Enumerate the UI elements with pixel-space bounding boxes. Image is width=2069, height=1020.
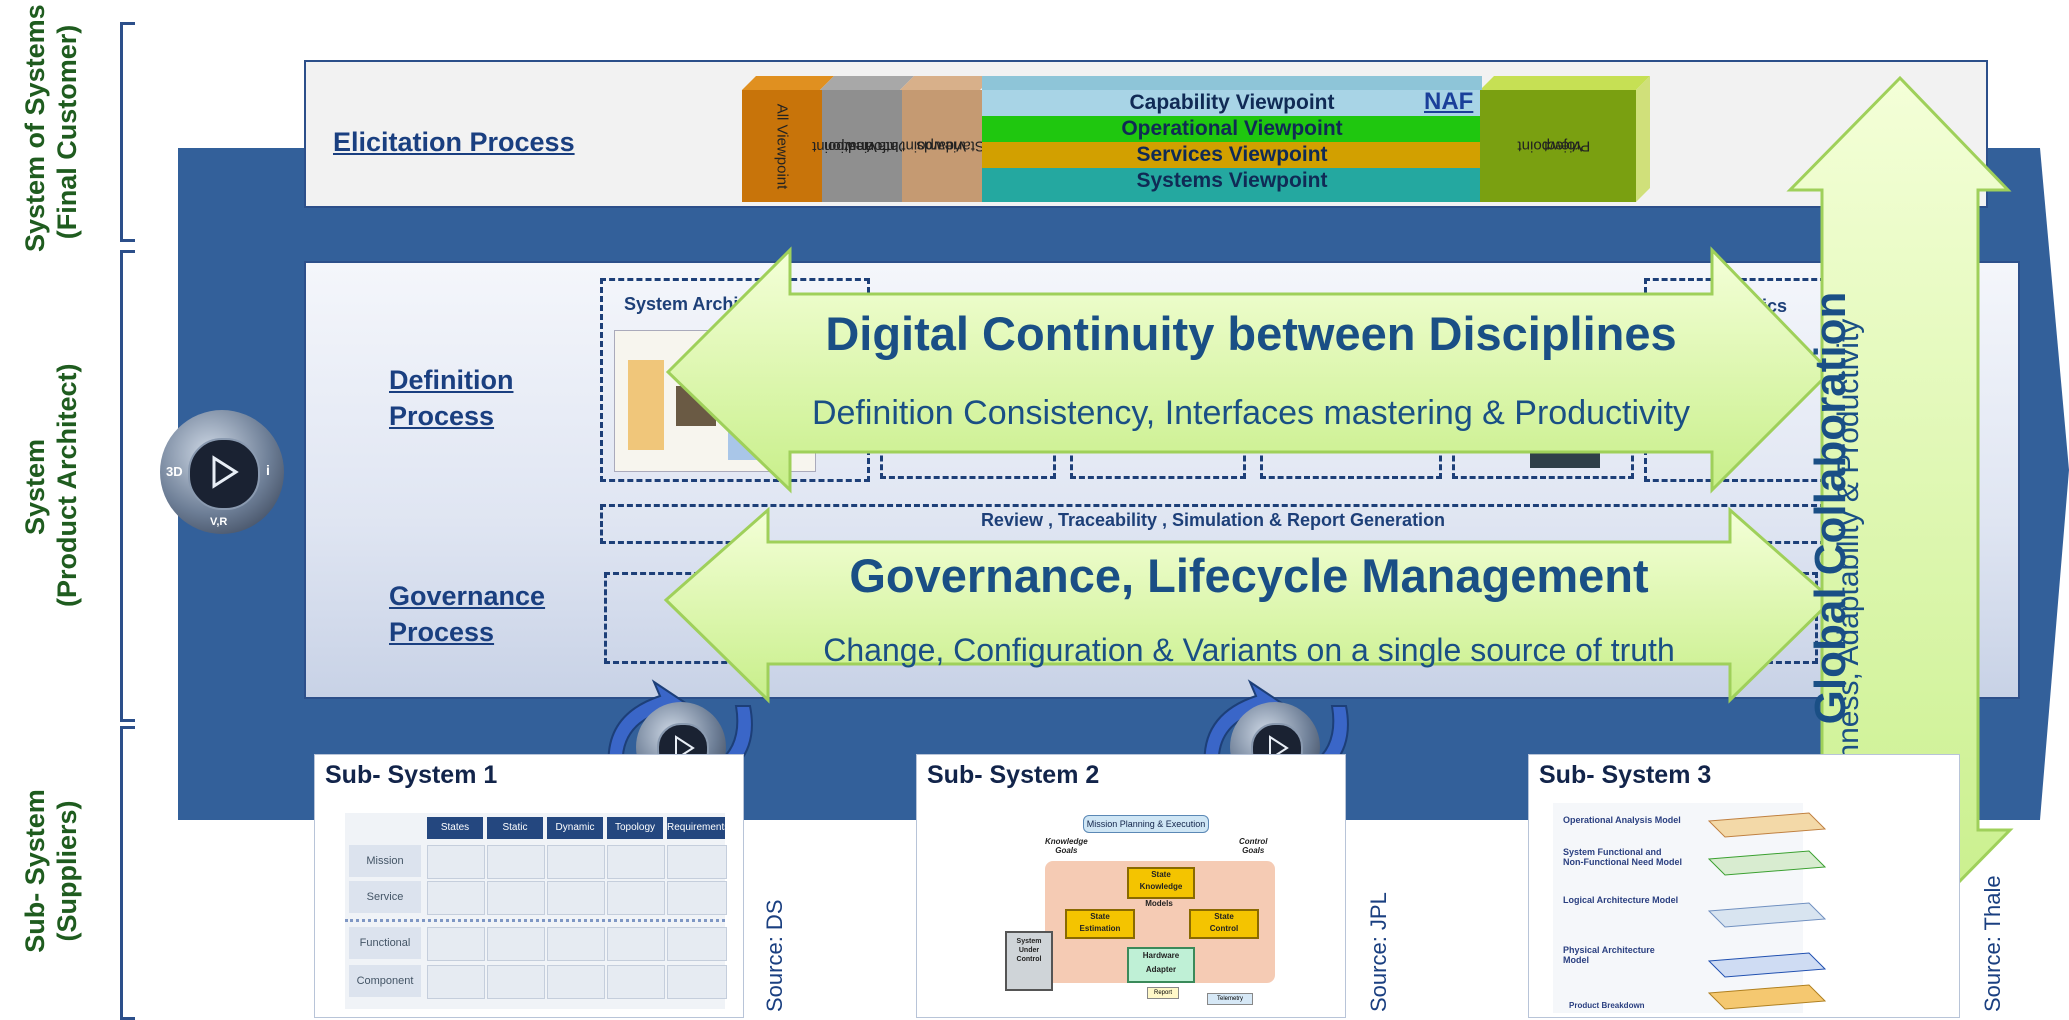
ss3-layer-product: Product Breakdown <box>1569 1001 1645 1010</box>
ss1-cell <box>427 927 485 961</box>
ss1-cell <box>487 965 545 999</box>
ss1-row-functional: Functional <box>349 927 421 959</box>
platform-logo-left: 3D i V,R <box>160 410 284 534</box>
definition-box-2 <box>880 438 1056 479</box>
ss1-cell <box>607 965 665 999</box>
governance-lifecycle-title: Governance, Lifecycle Management <box>849 549 1649 602</box>
subsystem-2-panel: Sub- System 2 Mission Planning & Executi… <box>916 754 1346 1018</box>
system-architecture-label: System Archi <box>624 294 739 314</box>
play-icon <box>675 735 695 761</box>
naf-block-3d <box>742 76 1650 202</box>
ss3-layers-graphic <box>1707 812 1827 1010</box>
ss1-header-topology: Topology <box>607 817 663 839</box>
digital-continuity-subtitle: Definition Consistency, Interfaces maste… <box>811 394 1691 432</box>
logo-3d-label: 3D <box>166 464 183 479</box>
source-jpl: Source: JPL <box>1366 892 1391 1012</box>
ss1-row-service: Service <box>349 881 421 913</box>
subsystem-1-title: Sub- System 1 <box>325 761 498 789</box>
ss1-cell <box>427 881 485 915</box>
source-thales: Source: Thale <box>1980 875 2005 1012</box>
review-bar-label: Review , Traceability , Simulation & Rep… <box>980 510 1446 530</box>
subsystem-3-panel: Sub- System 3 Operational Analysis Model… <box>1528 754 1960 1018</box>
ss1-cell <box>547 927 605 961</box>
subsystem-3-title: Sub- System 3 <box>1539 761 1712 789</box>
ss1-cell <box>547 845 605 879</box>
viewpoint-stack-top <box>982 76 1482 90</box>
logo-vr-label: V,R <box>210 516 228 528</box>
ss1-cell <box>607 845 665 879</box>
ss2-top-box: Mission Planning & Execution <box>1083 815 1209 833</box>
subsystem-2-title: Sub- System 2 <box>927 761 1100 789</box>
ss1-header-static: Static <box>487 817 543 839</box>
ss3-layer-operational: Operational Analysis Model <box>1563 815 1681 825</box>
systems-viewpoint: Systems Viewpoint <box>982 168 1482 202</box>
ss2-telemetry: Telemetry <box>1207 993 1253 1005</box>
ss1-cell <box>487 881 545 915</box>
thumbnail-block-1 <box>628 360 664 450</box>
governance-process-link[interactable]: Governance Process <box>389 581 546 647</box>
ss1-cell <box>607 881 665 915</box>
ss1-header-states: States <box>427 817 483 839</box>
sos-bracket <box>120 22 135 242</box>
ss1-cell <box>667 845 727 879</box>
ss1-header-requirements: Requirements <box>667 817 729 839</box>
naf-label: NAF <box>1424 88 1474 115</box>
services-viewpoint: Services Viewpoint <box>982 142 1482 168</box>
ss1-cell <box>547 881 605 915</box>
ss3-layer-logical: Logical Architecture Model <box>1563 895 1679 905</box>
definition-process-link[interactable]: Definition Process <box>389 365 514 431</box>
ss1-cell <box>547 965 605 999</box>
ss1-cell <box>487 927 545 961</box>
ss1-row-mission: Mission <box>349 845 421 877</box>
system-bracket <box>120 250 135 722</box>
ss1-cell <box>667 965 727 999</box>
operational-viewpoint: Operational Viewpoint <box>982 116 1482 142</box>
ss1-divider <box>345 919 725 922</box>
ss1-cell <box>607 927 665 961</box>
ss1-row-component: Component <box>349 965 421 997</box>
digital-continuity-title: Digital Continuity between Disciplines <box>825 307 1677 360</box>
subsystem-1-panel: Sub- System 1 States Static Dynamic Topo… <box>314 754 744 1018</box>
definition-box-4 <box>1260 438 1442 479</box>
capability-viewpoint: Capability Viewpoint <box>982 90 1482 116</box>
elicitation-process-link[interactable]: Elicitation Process <box>333 127 575 157</box>
ss2-models: Models <box>1145 899 1173 908</box>
ss1-cell <box>667 881 727 915</box>
play-icon <box>1269 735 1289 761</box>
ss1-header-dynamic: Dynamic <box>547 817 603 839</box>
ss2-report: Report <box>1147 987 1179 999</box>
source-ds: Source: DS <box>762 899 787 1013</box>
platform-logo-inner <box>188 438 260 510</box>
definition-box-3 <box>1070 438 1246 479</box>
logo-i-label: i <box>266 462 270 478</box>
governance-lifecycle-subtitle: Change, Configuration & Variants on a si… <box>823 632 1675 668</box>
all-viewpoint: All Viewpoint <box>742 90 822 202</box>
ss1-cell <box>667 927 727 961</box>
ss1-cell <box>487 845 545 879</box>
definition-box-5 <box>1452 438 1634 479</box>
ss1-cell <box>427 965 485 999</box>
ss1-cell <box>427 845 485 879</box>
play-icon <box>212 455 239 489</box>
